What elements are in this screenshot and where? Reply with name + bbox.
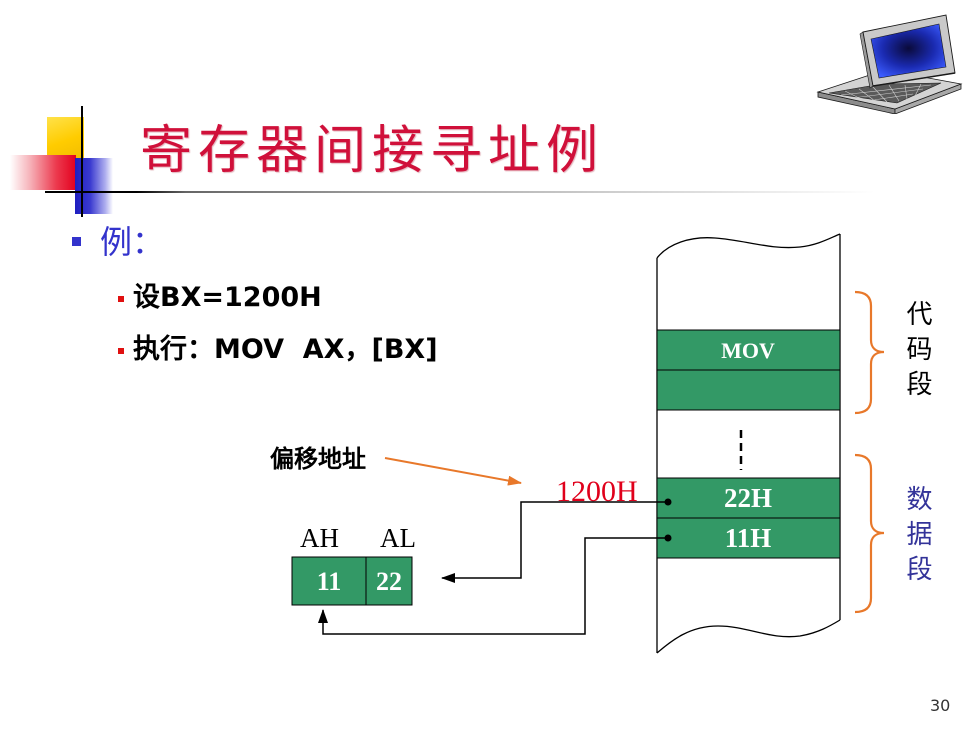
data-segment-brace	[854, 453, 885, 614]
square-bullet-icon	[72, 237, 81, 246]
code-segment-label: 代码段	[902, 300, 932, 405]
memory-cell-22h	[656, 477, 841, 519]
laptop-keys	[840, 83, 932, 103]
square-bullet-icon	[118, 348, 124, 354]
register-label-ah: AH	[300, 523, 339, 553]
memory-top-torn-edge	[656, 233, 841, 259]
memory-cell-code-blank	[656, 369, 841, 411]
example-heading: 例：	[100, 224, 165, 260]
laptop-hinge	[872, 72, 956, 87]
memory-cell-11h-label: 11H	[725, 523, 772, 553]
memory-cell-22h-label: 22H	[724, 483, 772, 513]
register-ax-box	[291, 556, 413, 606]
register-al-value: 22	[376, 567, 402, 596]
bullet-item-set-bx: 设BX=1200H	[133, 282, 322, 313]
laptop-screen	[870, 23, 947, 79]
data-segment-label: 数据段	[902, 485, 932, 590]
arrow-11h-to-ah	[318, 537, 668, 635]
arrow-22h-to-al	[441, 501, 668, 583]
code-segment-brace	[854, 290, 885, 415]
memory-cell-mov	[656, 329, 841, 371]
title-underline	[45, 191, 875, 193]
memory-bottom-torn-edge	[656, 619, 841, 654]
square-bullet-icon	[118, 296, 124, 302]
offset-label: 偏移地址	[270, 445, 366, 473]
page-number: 30	[930, 696, 951, 715]
memory-cell-mov-label: MOV	[721, 338, 775, 363]
memory-cell-11h	[656, 517, 841, 559]
bullet-item-execute: 执行：MOV AX，[BX]	[133, 334, 438, 365]
register-label-al: AL	[380, 523, 416, 553]
decor-red-band	[10, 155, 76, 190]
decor-yellow-square	[47, 117, 84, 159]
memory-column	[656, 233, 841, 654]
slide-title: 寄存器间接寻址例	[140, 121, 605, 181]
laptop-icon	[816, 14, 963, 114]
decor-vertical-line	[81, 106, 83, 217]
register-ah-value: 11	[317, 567, 342, 596]
offset-pointer-arrow	[384, 457, 522, 486]
offset-address: 1200H	[556, 475, 638, 508]
